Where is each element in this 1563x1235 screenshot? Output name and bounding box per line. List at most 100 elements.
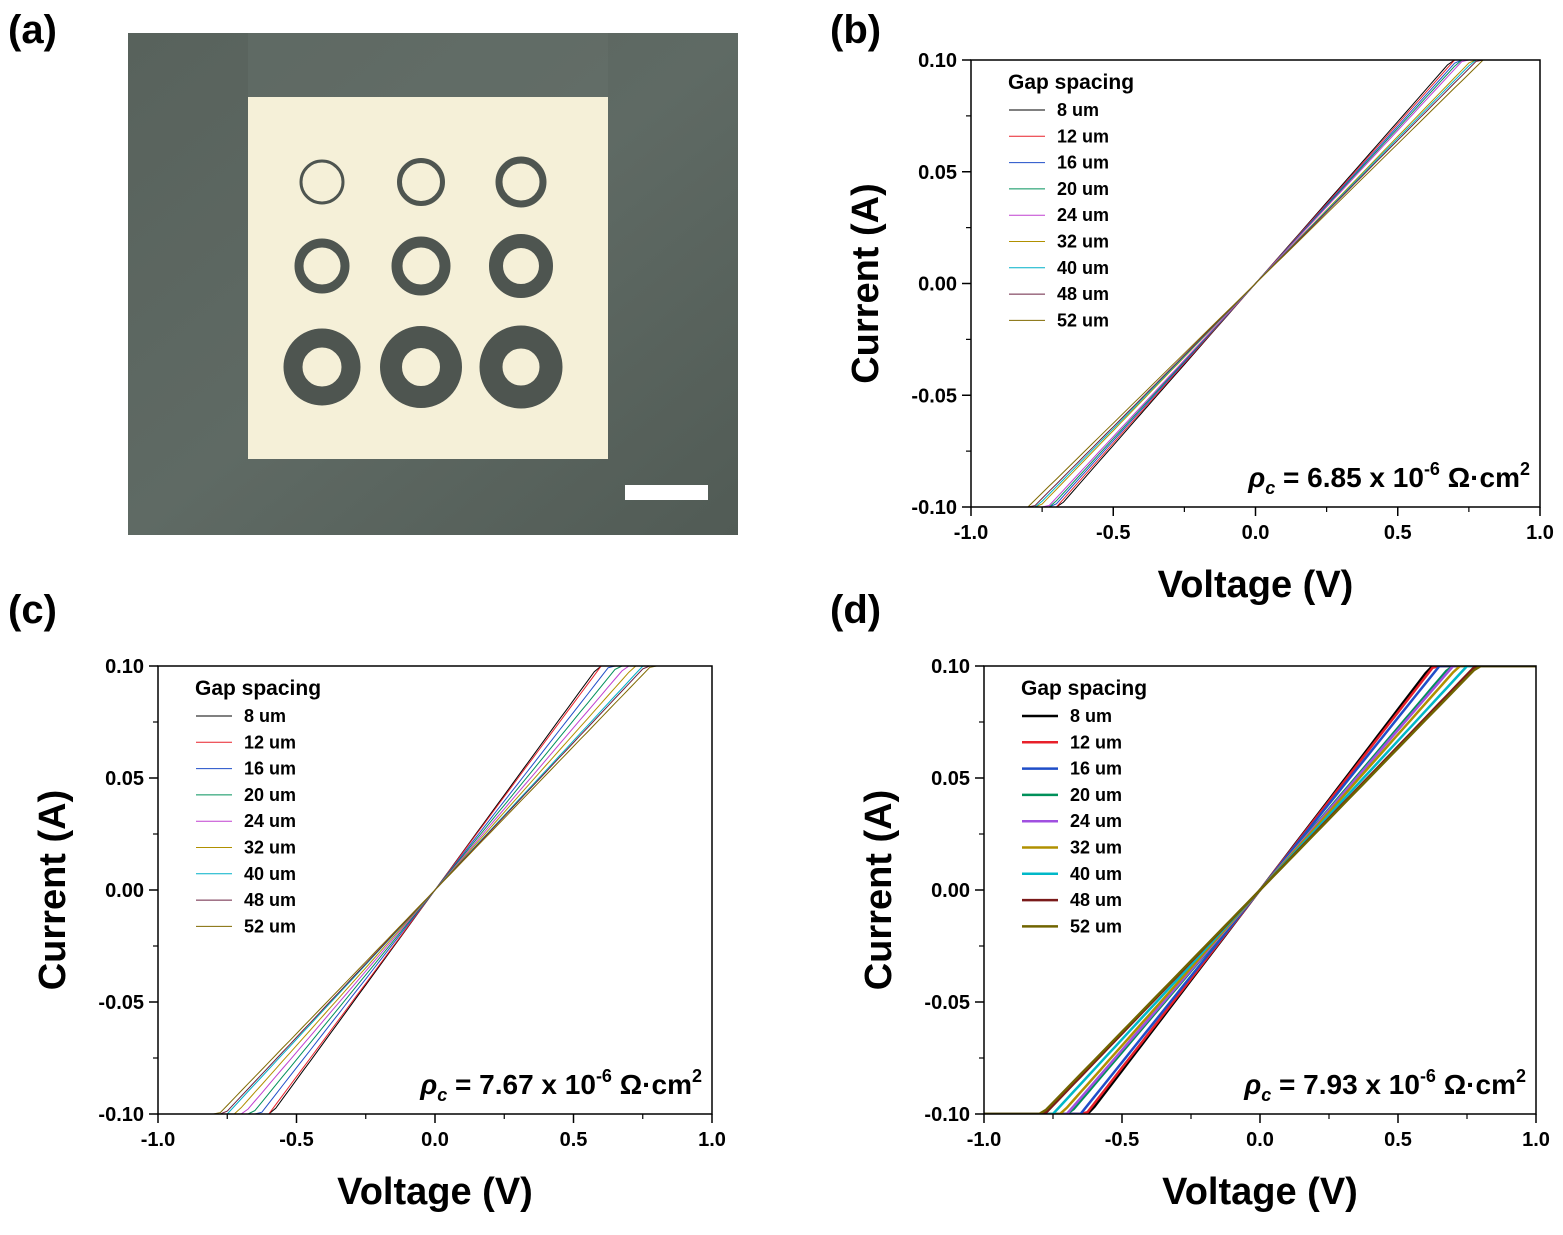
resistivity-annotation: ρc = 6.85 x 10-6 Ω·cm2 xyxy=(1247,459,1530,498)
legend-label: 24 um xyxy=(1070,811,1122,831)
legend-label: 12 um xyxy=(244,732,296,752)
ring-contact xyxy=(479,325,563,409)
annotation-unit: Ω·cm xyxy=(1436,1069,1516,1100)
annotation-subscript: c xyxy=(1265,478,1275,498)
y-tick-label: -0.05 xyxy=(924,992,970,1014)
legend-label: 32 um xyxy=(244,838,296,858)
y-tick-label: 0.00 xyxy=(931,880,970,902)
legend-title: Gap spacing xyxy=(195,677,321,700)
y-axis-title: Current (A) xyxy=(32,790,74,991)
legend-label: 20 um xyxy=(1057,179,1109,199)
annotation-exponent: -6 xyxy=(596,1066,612,1086)
panel-label-d: (d) xyxy=(830,588,882,632)
series-lines xyxy=(971,60,1540,507)
legend-label: 48 um xyxy=(1057,284,1109,304)
ring-contact xyxy=(397,158,445,206)
annotation-exponent: -6 xyxy=(1420,1066,1436,1086)
legend-label: 16 um xyxy=(1070,759,1122,779)
legend-label: 32 um xyxy=(1057,232,1109,252)
series-lines xyxy=(158,666,712,1114)
y-axis-title: Current (A) xyxy=(858,790,900,991)
micrograph-lead-region xyxy=(248,33,608,99)
ring-contact xyxy=(294,238,350,294)
resistivity-annotation: ρc = 7.67 x 10-6 Ω·cm2 xyxy=(419,1066,702,1105)
x-tick-label: -0.5 xyxy=(1105,1129,1139,1151)
annotation-symbol: ρ xyxy=(419,1069,437,1100)
legend-label: 8 um xyxy=(1057,100,1099,120)
ring-contact xyxy=(495,156,547,208)
legend: Gap spacing 8 um 12 um 16 um 20 um 24 um 32 um… xyxy=(1008,71,1134,330)
x-tick-label: 0.0 xyxy=(1242,522,1270,544)
y-tick-label: 0.10 xyxy=(105,656,144,678)
annotation-value: = 7.67 x 10 xyxy=(447,1069,596,1100)
ring-contact xyxy=(283,328,361,406)
y-tick-label: 0.05 xyxy=(105,768,144,790)
x-tick-label: 0.5 xyxy=(1384,1129,1412,1151)
panel-label-b: (b) xyxy=(830,8,882,52)
y-tick-label: -0.10 xyxy=(924,1104,970,1126)
series-line xyxy=(984,666,1536,1114)
legend-label: 40 um xyxy=(1070,864,1122,884)
annotation-symbol: ρ xyxy=(1247,462,1265,493)
legend-label: 24 um xyxy=(1057,205,1109,225)
ring-contact xyxy=(489,234,553,298)
x-tick-label: -0.5 xyxy=(1096,522,1130,544)
y-tick-label: -0.10 xyxy=(98,1104,144,1126)
annotation-value: = 6.85 x 10 xyxy=(1275,462,1424,493)
scale-bar xyxy=(625,485,708,500)
x-tick-label: 0.0 xyxy=(421,1129,449,1151)
y-tick-label: -0.05 xyxy=(911,385,957,407)
x-tick-label: -1.0 xyxy=(141,1129,175,1151)
legend-label: 16 um xyxy=(244,759,296,779)
series-lines xyxy=(984,666,1536,1114)
x-tick-label: 0.5 xyxy=(560,1129,588,1151)
ring-contact xyxy=(380,326,462,408)
legend-label: 52 um xyxy=(1070,916,1122,936)
annotation-unit-exponent: 2 xyxy=(1520,459,1530,479)
legend-title: Gap spacing xyxy=(1021,677,1147,700)
legend-label: 52 um xyxy=(244,916,296,936)
legend-label: 40 um xyxy=(244,864,296,884)
annotation-subscript: c xyxy=(437,1085,447,1105)
legend-label: 12 um xyxy=(1070,732,1122,752)
legend-label: 16 um xyxy=(1057,153,1109,173)
micrograph-image xyxy=(128,33,738,535)
legend-label: 48 um xyxy=(1070,890,1122,910)
x-axis-title: Voltage (V) xyxy=(1162,1171,1358,1213)
y-tick-label: -0.05 xyxy=(98,992,144,1014)
annotation-subscript: c xyxy=(1261,1085,1271,1105)
legend-label: 52 um xyxy=(1057,310,1109,330)
y-axis-title: Current (A) xyxy=(845,183,887,384)
x-tick-label: -1.0 xyxy=(967,1129,1001,1151)
x-axis-title: Voltage (V) xyxy=(1158,564,1354,606)
legend-label: 8 um xyxy=(244,706,286,726)
y-tick-label: 0.05 xyxy=(918,162,957,184)
y-tick-label: 0.00 xyxy=(105,880,144,902)
annotation-unit-exponent: 2 xyxy=(692,1066,702,1086)
ring-contact xyxy=(299,159,345,205)
legend-label: 32 um xyxy=(1070,838,1122,858)
series-line xyxy=(971,60,1540,507)
legend-label: 12 um xyxy=(1057,126,1109,146)
legend-label: 8 um xyxy=(1070,706,1112,726)
y-tick-label: 0.05 xyxy=(931,768,970,790)
annotation-exponent: -6 xyxy=(1424,459,1440,479)
annotation-symbol: ρ xyxy=(1243,1069,1261,1100)
series-line xyxy=(158,666,712,1114)
x-tick-label: 1.0 xyxy=(1522,1129,1550,1151)
annotation-unit: Ω·cm xyxy=(612,1069,692,1100)
x-axis-title: Voltage (V) xyxy=(337,1171,533,1213)
annotation-unit-exponent: 2 xyxy=(1516,1066,1526,1086)
annotation-value: = 7.93 x 10 xyxy=(1271,1069,1420,1100)
legend-label: 20 um xyxy=(244,785,296,805)
x-tick-label: 0.0 xyxy=(1246,1129,1274,1151)
x-tick-label: 0.5 xyxy=(1384,522,1412,544)
x-tick-label: 1.0 xyxy=(698,1129,726,1151)
legend-title: Gap spacing xyxy=(1008,71,1134,94)
ring-array xyxy=(283,156,563,409)
x-tick-label: 1.0 xyxy=(1526,522,1554,544)
